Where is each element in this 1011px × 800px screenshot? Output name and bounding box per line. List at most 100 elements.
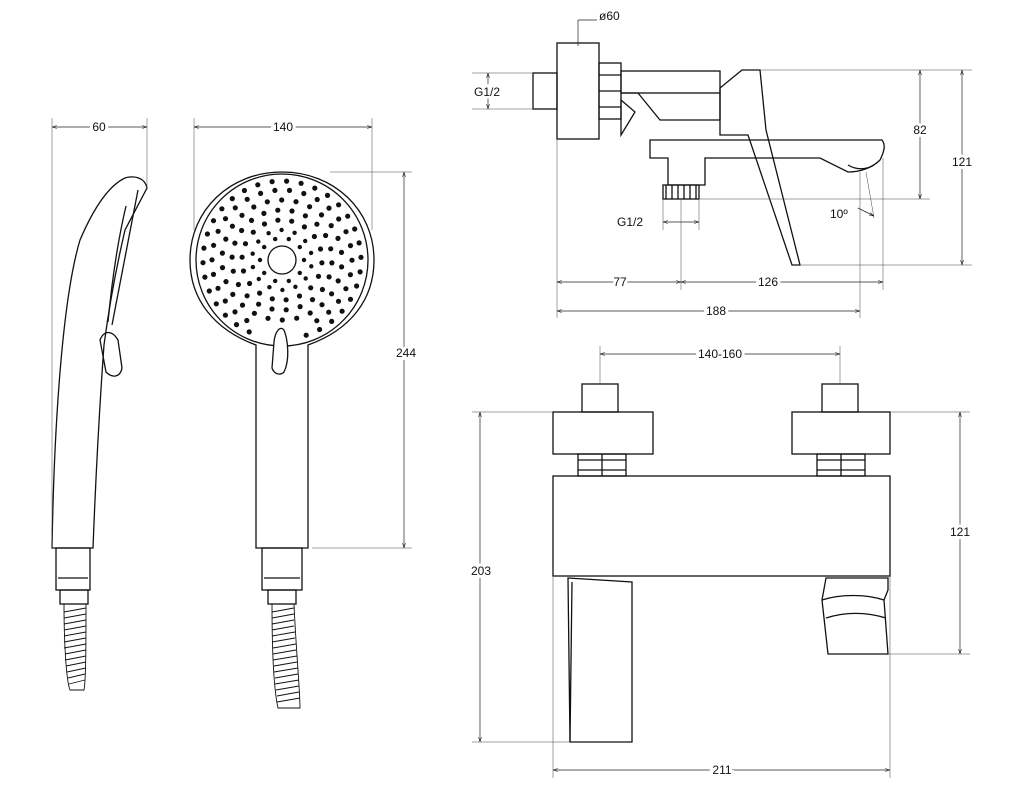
nozzle-dot	[314, 196, 320, 203]
nozzle-dot	[352, 226, 358, 232]
nozzle-dot	[201, 245, 207, 251]
dim-spout-angle: 10º	[830, 207, 848, 221]
nozzle-dot	[307, 204, 313, 210]
nozzle-dot	[343, 229, 349, 235]
nozzle-dot	[222, 216, 229, 222]
nozzle-dot	[309, 297, 316, 303]
dim-mixer-side-height: 121	[952, 155, 972, 169]
nozzle-dot	[311, 233, 317, 240]
nozzle-dot	[301, 190, 307, 197]
nozzle-dot	[232, 205, 238, 211]
nozzle-dot	[328, 246, 334, 252]
nozzle-dot	[336, 202, 342, 208]
nozzle-dot	[230, 268, 236, 274]
nozzle-dot	[319, 286, 325, 293]
nozzle-dot	[240, 268, 247, 274]
nozzle-dot	[269, 296, 275, 302]
nozzle-dot	[200, 260, 206, 266]
nozzle-dot	[329, 260, 335, 266]
nozzle-dot	[301, 257, 307, 263]
nozzle-dot	[204, 231, 210, 237]
nozzle-dot	[206, 288, 212, 294]
nozzle-dot	[308, 250, 314, 256]
nozzle-dot	[308, 285, 314, 291]
nozzle-dot	[266, 231, 271, 236]
nozzle-dot	[279, 317, 285, 323]
nozzle-dot	[329, 318, 335, 324]
nozzle-dot	[284, 178, 290, 184]
nozzle-dot	[229, 254, 235, 260]
nozzle-dot	[347, 243, 354, 249]
nozzle-dot	[286, 236, 291, 242]
nozzle-dot	[317, 326, 323, 333]
nozzle-dot	[229, 223, 235, 229]
dim-wall-to-outlet: 77	[613, 275, 627, 289]
nozzle-dot	[347, 296, 354, 302]
dim-centre-distance: 140-160	[698, 347, 742, 361]
dim-mixer-depth: 188	[706, 304, 726, 318]
nozzle-dot	[232, 309, 238, 315]
nozzle-dot	[326, 274, 332, 280]
nozzle-dot	[335, 278, 341, 284]
nozzle-dot	[289, 218, 295, 224]
nozzle-dot	[307, 310, 313, 316]
nozzle-dot	[303, 276, 308, 281]
nozzle-dot	[354, 283, 360, 289]
nozzle-dot	[219, 206, 225, 212]
nozzle-dot	[347, 272, 353, 278]
nozzle-dot	[222, 312, 228, 318]
nozzle-dot	[223, 236, 229, 242]
nozzle-dot	[239, 254, 245, 260]
nozzle-dot	[280, 287, 285, 293]
nozzle-dot	[349, 257, 355, 263]
nozzle-dot	[328, 223, 334, 229]
nozzle-dot	[267, 285, 272, 290]
nozzle-dot	[279, 197, 285, 203]
nozzle-dot	[335, 235, 341, 241]
nozzle-dot	[213, 301, 219, 307]
nozzle-dot	[339, 308, 345, 314]
nozzle-dot	[297, 244, 302, 250]
spray-nozzles	[200, 178, 364, 338]
nozzle-dot	[293, 284, 298, 289]
nozzle-dot	[345, 213, 351, 219]
nozzle-dot	[248, 217, 255, 223]
nozzle-dot	[256, 301, 262, 307]
nozzle-dot	[335, 298, 342, 304]
nozzle-dot	[257, 290, 263, 296]
nozzle-dot	[209, 257, 215, 263]
nozzle-dot	[242, 241, 249, 247]
nozzle-dot	[324, 192, 331, 198]
nozzle-dot	[262, 244, 267, 250]
nozzle-dot	[273, 278, 278, 284]
nozzle-dot	[230, 291, 236, 297]
nozzle-dot	[210, 218, 217, 224]
nozzle-dot	[301, 224, 307, 230]
nozzle-dot	[264, 199, 270, 205]
nozzle-dot	[286, 187, 293, 193]
nozzle-dot	[297, 304, 303, 310]
nozzle-dot	[215, 285, 221, 291]
nozzle-dot	[219, 265, 226, 271]
nozzle-dot	[302, 213, 308, 219]
hose-coils-front	[271, 607, 301, 703]
dim-mixer-front-width: 211	[712, 763, 731, 777]
nozzle-dot	[317, 246, 324, 252]
hose-coils-side	[63, 607, 87, 685]
handshower-front-view: 140 244	[189, 117, 419, 709]
nozzle-dot	[309, 264, 314, 269]
dim-flange-diameter: ø60	[599, 9, 620, 23]
nozzle-dot	[294, 315, 300, 321]
nozzle-dot	[298, 180, 304, 186]
nozzle-dot	[261, 221, 268, 227]
handshower-side-view: 60	[51, 117, 148, 691]
nozzle-dot	[338, 249, 345, 255]
nozzle-dot	[269, 306, 275, 312]
nozzle-dot	[251, 204, 257, 210]
nozzle-dot	[356, 240, 362, 246]
nozzle-dot	[256, 276, 261, 282]
nozzle-dot	[319, 260, 325, 266]
nozzle-dot	[275, 217, 281, 223]
dim-mixer-front-height: 203	[471, 564, 491, 578]
